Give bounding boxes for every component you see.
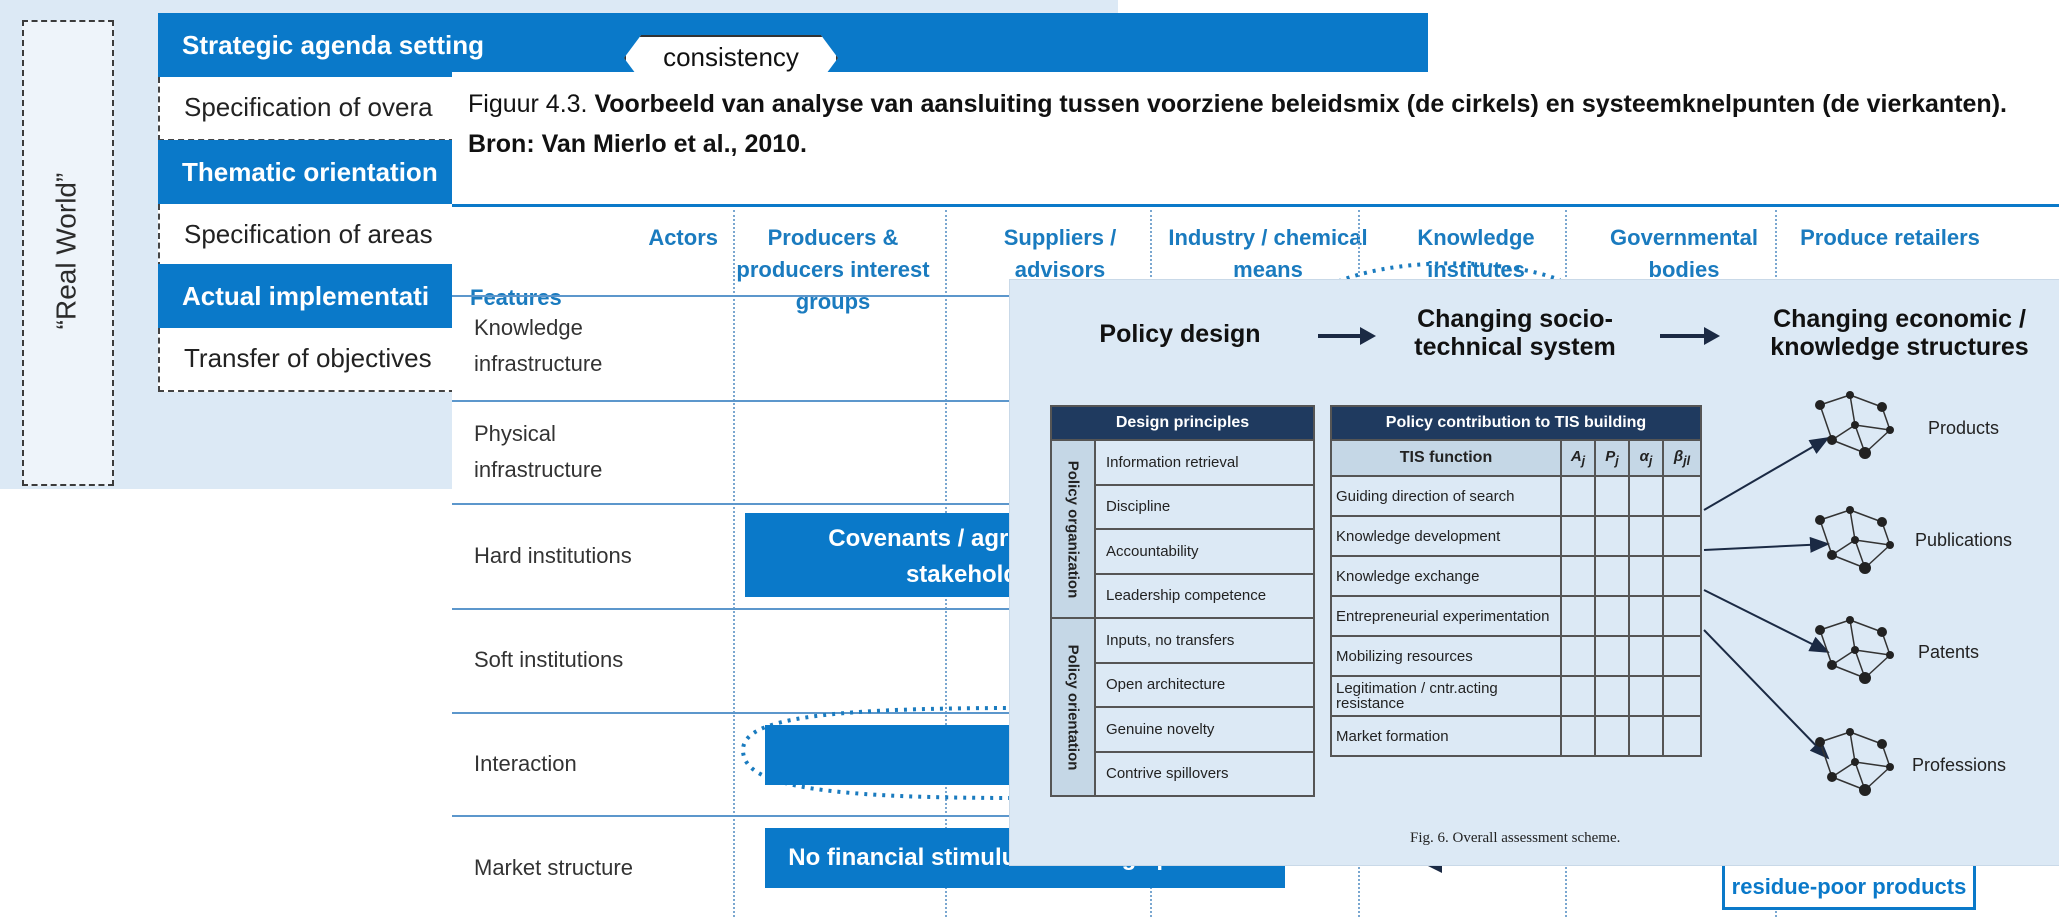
tis-function: Entrepreneurial experimentation bbox=[1330, 595, 1562, 637]
tis-table: Policy contribution to TIS building TIS … bbox=[1330, 405, 1702, 757]
design-principle: Discipline bbox=[1094, 483, 1315, 530]
design-principle: Accountability bbox=[1094, 528, 1315, 575]
column-header: Governmental bodies bbox=[1610, 225, 1758, 282]
tis-function: Legitimation / cntr.acting resistance bbox=[1330, 675, 1562, 717]
interaction-bar bbox=[765, 725, 1020, 785]
network-icon bbox=[1815, 506, 1894, 574]
feature-label: Physical infrastructure bbox=[474, 421, 603, 482]
tis-col-alpha: αj bbox=[1628, 439, 1664, 477]
feature-label: Knowledge infrastructure bbox=[474, 315, 603, 376]
tis-header: Policy contribution to TIS building bbox=[1330, 405, 1702, 441]
tis-function: Mobilizing resources bbox=[1330, 635, 1562, 677]
design-principle: Contrive spillovers bbox=[1094, 750, 1315, 797]
arrow-line bbox=[1318, 334, 1362, 338]
arrow-line bbox=[1660, 334, 1706, 338]
feature-label: Hard institutions bbox=[474, 543, 632, 568]
feature-label: Interaction bbox=[474, 751, 577, 776]
output-label: Products bbox=[1928, 418, 2000, 438]
tis-col-beta: βjl bbox=[1662, 439, 1702, 477]
residue-box: residue-poor products bbox=[1722, 860, 1976, 910]
policy-organization-group: Policy organization bbox=[1050, 439, 1096, 619]
network-icon bbox=[1815, 391, 1894, 459]
covenants-line1: Covenants / agre bbox=[828, 525, 1022, 552]
real-world-box bbox=[22, 20, 114, 486]
tis-function: Market formation bbox=[1330, 715, 1562, 757]
arrow-right-icon bbox=[1704, 327, 1720, 345]
design-principle: Information retrieval bbox=[1094, 439, 1315, 486]
scheme-caption: Fig. 6. Overall assessment scheme. bbox=[1410, 830, 1621, 846]
design-principles-table: Design principles Policy organization In… bbox=[1050, 405, 1315, 797]
header-rule bbox=[452, 204, 2059, 207]
figure-caption: Figuur 4.3. Voorbeeld van analyse van aa… bbox=[468, 84, 2028, 164]
output-label: Professions bbox=[1912, 755, 2007, 775]
knowledge-dotted-arc bbox=[1329, 261, 1561, 287]
heading-socio-technical: Changing socio-technical system bbox=[1414, 305, 1616, 361]
tis-function: Knowledge development bbox=[1330, 515, 1562, 557]
policy-orientation-group: Policy orientation bbox=[1050, 617, 1096, 797]
caption-bold: Voorbeeld van analyse van aansluiting tu… bbox=[468, 90, 2007, 158]
column-separator bbox=[733, 210, 735, 917]
corner-actors: Actors bbox=[648, 225, 718, 250]
caption-prefix: Figuur 4.3. bbox=[468, 90, 595, 118]
design-principle: Genuine novelty bbox=[1094, 706, 1315, 753]
output-connectors bbox=[1703, 436, 1830, 760]
feature-label: Market structure bbox=[474, 855, 633, 880]
tis-col-a: Aj bbox=[1560, 439, 1596, 477]
tis-col-p: Pj bbox=[1594, 439, 1630, 477]
design-principle: Leadership competence bbox=[1094, 572, 1315, 619]
column-header: Knowledge institutes bbox=[1417, 225, 1535, 282]
network-icon bbox=[1815, 728, 1894, 796]
tis-function-col: TIS function bbox=[1330, 439, 1562, 477]
output-label: Publications bbox=[1915, 530, 2013, 550]
column-header: Suppliers / advisors bbox=[1003, 225, 1117, 282]
tis-function: Guiding direction of search bbox=[1330, 475, 1562, 517]
real-world-label: “Real World” bbox=[50, 172, 81, 330]
heading-policy-design: Policy design bbox=[1099, 320, 1261, 348]
column-header: Produce retailers bbox=[1800, 225, 1980, 250]
arrow-right-icon bbox=[1360, 327, 1376, 345]
heading-economic-knowledge: Changing economic / knowledge structures bbox=[1770, 305, 2029, 361]
feature-label: Soft institutions bbox=[474, 647, 624, 672]
design-principle: Open architecture bbox=[1094, 661, 1315, 708]
output-label: Patents bbox=[1918, 642, 1980, 662]
column-header: Producers & producers interest groups bbox=[736, 225, 930, 314]
network-icon bbox=[1815, 616, 1894, 684]
column-header: Industry / chemical means bbox=[1168, 225, 1368, 282]
design-principles-header: Design principles bbox=[1050, 405, 1315, 441]
design-principle: Inputs, no transfers bbox=[1094, 617, 1315, 664]
tis-function: Knowledge exchange bbox=[1330, 555, 1562, 597]
corner-features: Features bbox=[470, 285, 562, 310]
